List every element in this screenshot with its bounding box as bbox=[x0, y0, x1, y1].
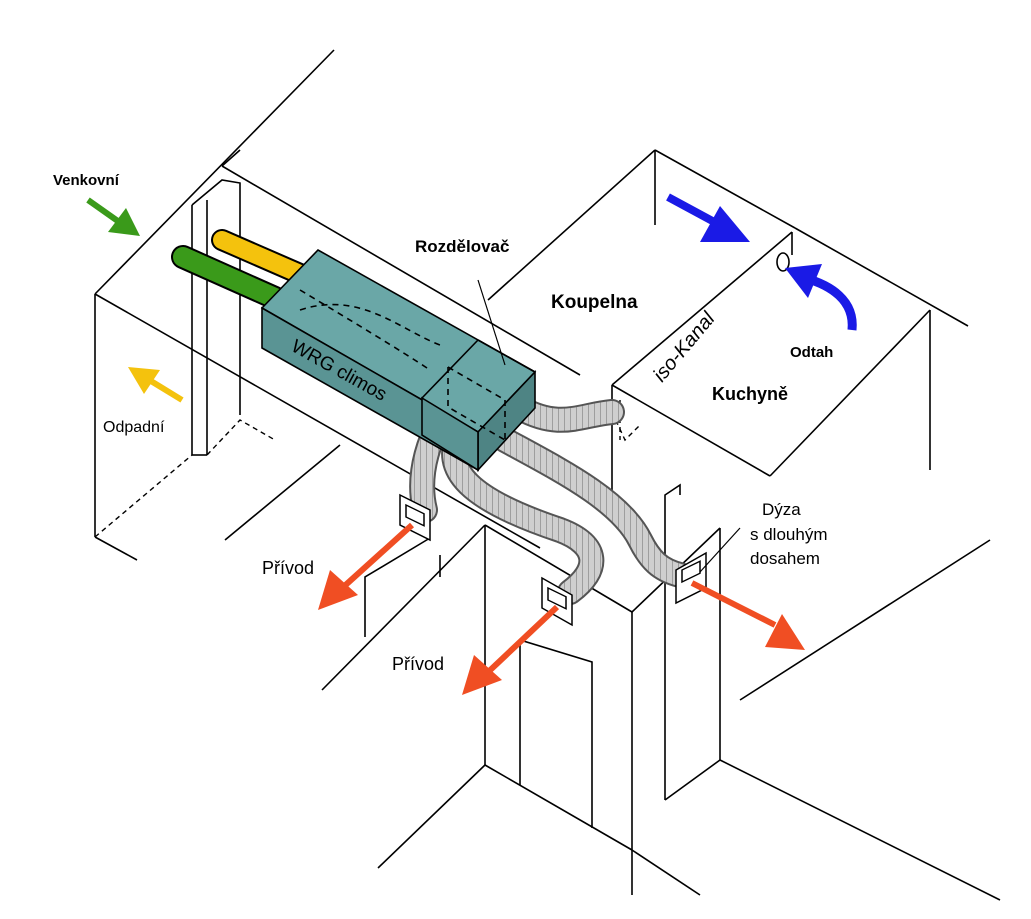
blue-arrow-bathroom bbox=[666, 193, 750, 242]
supply-left-label: Přívod bbox=[262, 558, 314, 578]
blue-arrow-kitchen bbox=[785, 264, 857, 331]
green-arrow bbox=[86, 197, 140, 236]
nozzle-label-line1: Dýza bbox=[762, 500, 801, 519]
red-arrow-right bbox=[690, 580, 805, 650]
building-structure bbox=[94, 49, 1001, 901]
air-pipes bbox=[171, 229, 311, 310]
outdoor-label: Venkovní bbox=[53, 172, 120, 189]
yellow-arrow bbox=[128, 367, 184, 403]
extract-opening bbox=[776, 252, 790, 272]
bathroom-label: Koupelna bbox=[551, 292, 638, 313]
red-arrow-center bbox=[462, 604, 560, 695]
nozzle-label-line3: dosahem bbox=[750, 549, 820, 568]
iso-channel-label: iso-Kanal bbox=[649, 308, 720, 386]
distributor-label: Rozdělovač bbox=[415, 237, 509, 256]
red-arrow-left bbox=[318, 522, 415, 610]
distributor-leader bbox=[477, 279, 506, 366]
nozzle-leader bbox=[699, 527, 741, 573]
wrg-unit bbox=[260, 248, 537, 473]
exhaust-label: Odpadní bbox=[103, 419, 165, 436]
supply-center-label: Přívod bbox=[392, 654, 444, 674]
nozzle-label-line2: s dlouhým bbox=[750, 525, 827, 544]
kitchen-label: Kuchyně bbox=[712, 384, 788, 404]
extract-label: Odtah bbox=[790, 344, 833, 361]
